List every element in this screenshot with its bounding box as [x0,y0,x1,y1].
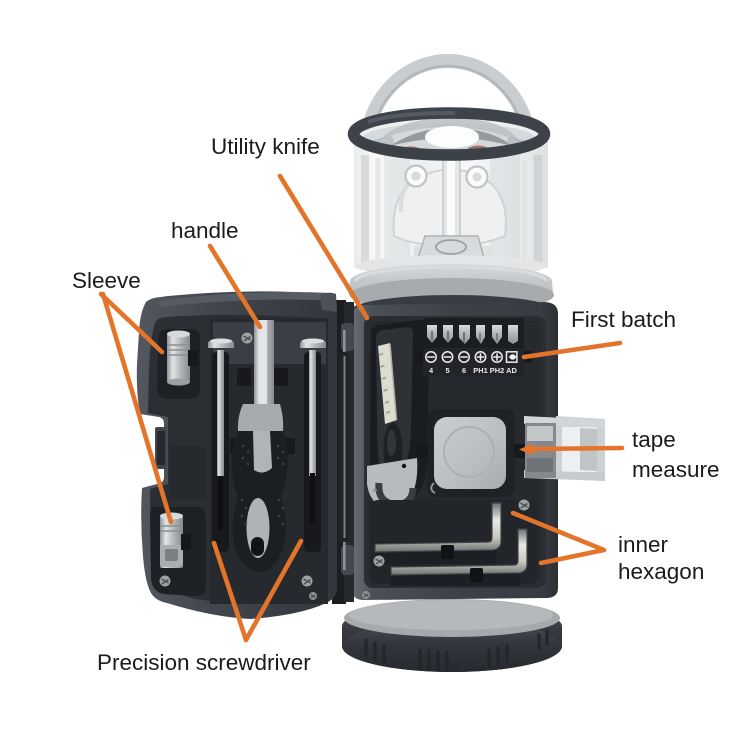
svg-text:First batch: First batch [571,307,676,332]
svg-text:Sleeve: Sleeve [72,268,141,293]
svg-text:PH2: PH2 [490,366,504,375]
svg-text:5: 5 [445,366,449,375]
svg-text:tape: tape [632,427,676,452]
svg-text:PH1: PH1 [473,366,487,375]
svg-text:inner: inner [618,532,669,557]
svg-text:measure: measure [632,457,720,482]
svg-text:Precision screwdriver: Precision screwdriver [97,650,311,675]
svg-text:6: 6 [462,366,466,375]
svg-text:hexagon: hexagon [618,559,704,584]
svg-text:4: 4 [429,366,434,375]
svg-text:handle: handle [171,218,239,243]
svg-text:Utility knife: Utility knife [211,134,320,159]
svg-text:AD: AD [506,366,517,375]
